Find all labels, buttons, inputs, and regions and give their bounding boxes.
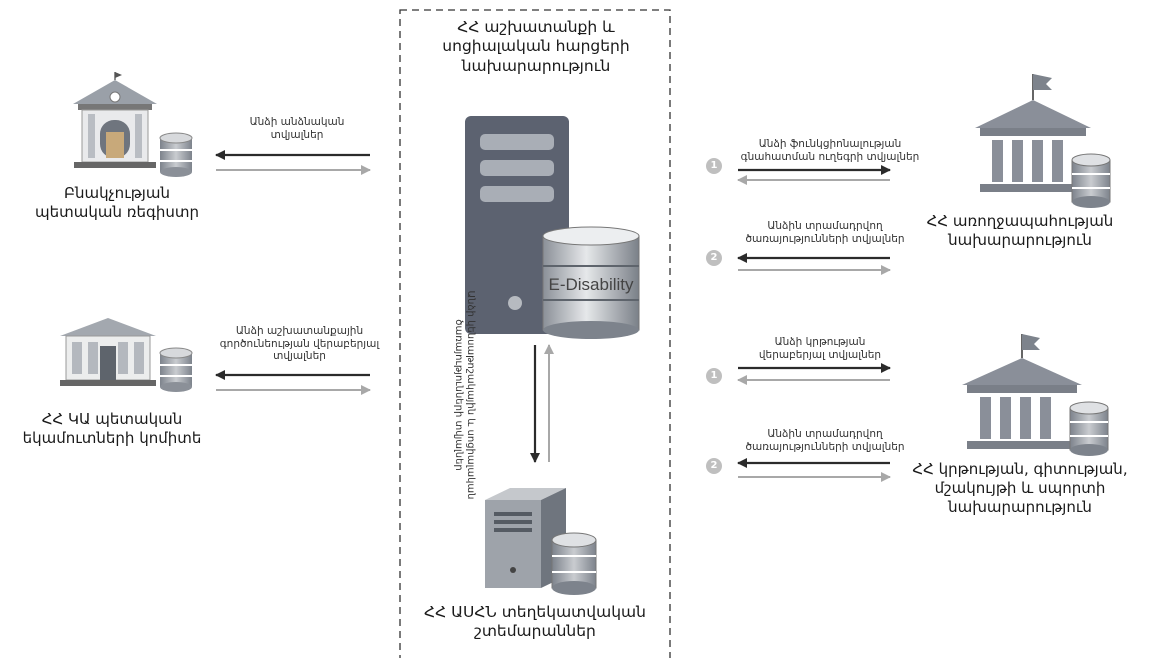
population-registry-building-icon <box>73 72 157 168</box>
e-disability-label: E-Disability <box>548 275 634 294</box>
population-registry-label: Բնակչության պետական ռեգիստր <box>35 184 199 221</box>
revenue-committee-label: ՀՀ ԿԱ պետական եկամուտների կոմիտե <box>22 410 202 447</box>
health-flow-1-label: Անձի ֆունկցիոնալության գնահատման ուղեգրի… <box>740 138 920 163</box>
revenue-committee-building-icon <box>60 318 156 386</box>
health-flow-1-badge: 1 <box>706 158 722 174</box>
regional-centers-label: ՀՀ ԱՍՀՆ տեղեկատվական շտեմարաններ <box>424 603 646 641</box>
ministry-labor-label: ՀՀ աշխատանքի և սոցիալական հարցերի նախարա… <box>442 18 630 75</box>
e-disability-database-icon <box>542 226 640 339</box>
edu-flow-1-badge: 1 <box>706 368 722 384</box>
population-flow-label: Անձի անձնական տվյալներ <box>249 116 345 141</box>
center-dashed-box <box>399 9 671 658</box>
education-ministry-building-icon <box>962 334 1082 449</box>
vertical-flow-text: Անձի կենսաթոշակային և սոցիալական ծառայու… <box>453 290 476 500</box>
vertical-flow-label: Անձի կենսաթոշակային և սոցիալական ծառայու… <box>404 290 524 499</box>
health-flow-2-label: Անձին տրամադրվող ծառայությունների տվյալն… <box>745 220 905 245</box>
edu-flow-2-label: Անձին տրամադրվող ծառայությունների տվյալն… <box>745 428 905 453</box>
edu-flow-2-badge: 2 <box>706 458 722 474</box>
health-flow-2-badge: 2 <box>706 250 722 266</box>
education-ministry-database-icon <box>1069 401 1109 456</box>
health-ministry-label: ՀՀ առողջապահության նախարարություն <box>926 212 1114 249</box>
population-registry-database-icon <box>159 132 193 177</box>
edu-flow-1-label: Անձի կրթության վերաբերյալ տվյալներ <box>758 336 882 361</box>
health-ministry-building-icon <box>975 74 1091 192</box>
revenue-committee-database-icon <box>159 347 193 392</box>
regional-database-icon <box>551 532 597 595</box>
revenue-flow-label: Անձի աշխատանքային գործունեության վերաբեր… <box>219 325 380 363</box>
education-ministry-label: ՀՀ կրթության, գիտության, մշակույթի և սպո… <box>912 460 1128 516</box>
health-ministry-database-icon <box>1071 153 1111 208</box>
